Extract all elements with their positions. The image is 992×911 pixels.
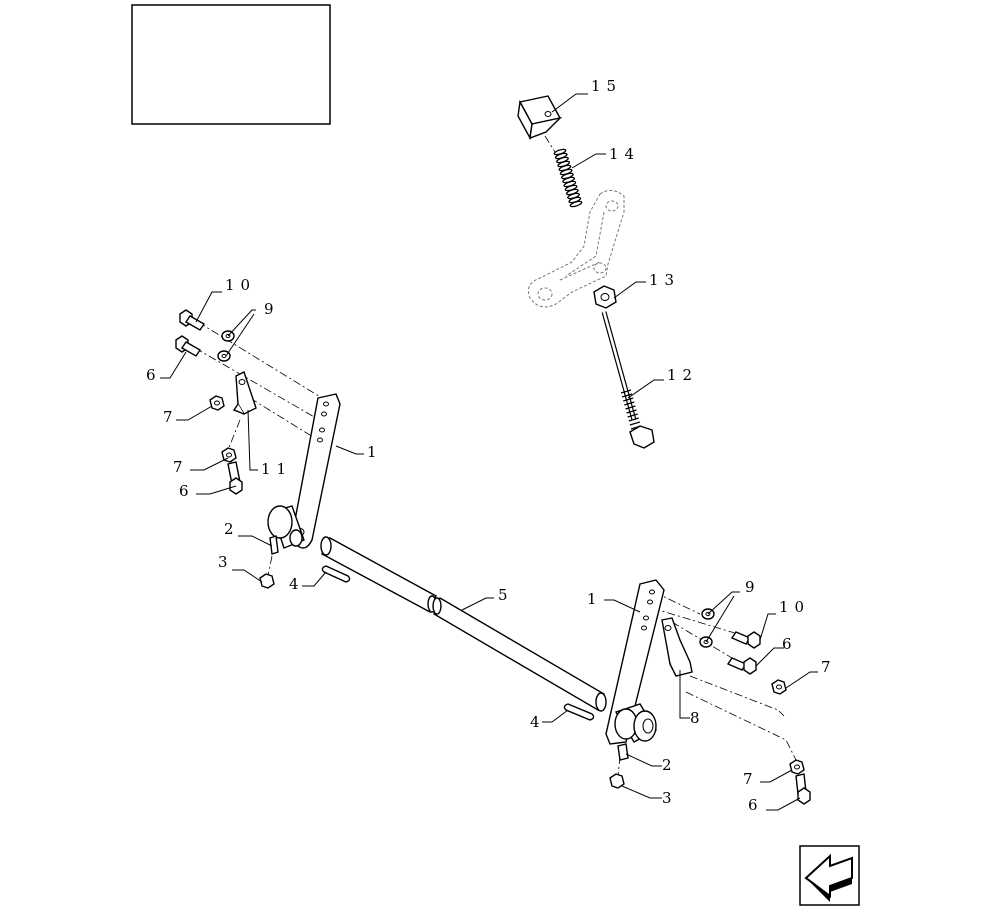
callout-1-right: 1 [587, 590, 603, 608]
callout-8: 8 [690, 709, 706, 727]
hub-right [614, 703, 657, 743]
callout-10-left: 10 [225, 276, 256, 294]
callout-6-right-top: 6 [782, 635, 798, 653]
bracket-part-15 [517, 95, 563, 141]
setscrew-part-2-left [269, 535, 279, 555]
callout-2-right: 2 [662, 756, 678, 774]
callout-7-left-bottom: 7 [173, 458, 189, 476]
callout-7-right-bottom: 7 [743, 770, 759, 788]
rod-thread-line [625, 405, 636, 410]
callout-4-right: 4 [530, 713, 546, 731]
setscrew-part-2-right [617, 743, 629, 761]
bolt-part-10-left [179, 309, 205, 331]
callout-14: 14 [609, 145, 640, 163]
callout-6-left-top: 6 [146, 366, 162, 384]
bolt-part-6-left-top [175, 335, 201, 357]
bracket-part-8 [661, 617, 693, 677]
nut-part-3-right [609, 773, 625, 789]
bolt-part-6-right-bottom [795, 773, 811, 805]
callout-13: 13 [649, 271, 680, 289]
bracket-part-11 [232, 371, 257, 415]
rod-thread-line [628, 417, 639, 422]
callout-6-left-bottom: 6 [179, 482, 195, 500]
spring-coil [569, 200, 583, 208]
callout-2-left: 2 [224, 520, 240, 538]
callout-12: 12 [667, 366, 698, 384]
callout-9-left: 9 [264, 300, 280, 318]
callout-3-left: 3 [218, 553, 234, 571]
nut-part-7-right-bottom [789, 759, 805, 775]
callout-11: 11 [261, 460, 292, 478]
callout-9-right: 9 [745, 578, 761, 596]
lever-ghost [527, 190, 625, 308]
leader-lines [160, 93, 818, 811]
key-part-4-right [563, 703, 595, 721]
rod-thread-line [624, 401, 635, 406]
title-frame [131, 4, 331, 125]
nut-part-13 [593, 285, 617, 309]
rod-thread-line [620, 389, 632, 394]
bolt-part-10-right [730, 631, 761, 649]
callout-7-left-top: 7 [163, 408, 179, 426]
nut-part-7-left-top [209, 395, 225, 411]
nut-part-7-right-top [771, 679, 787, 695]
callout-5: 5 [498, 586, 514, 604]
callout-15: 15 [591, 77, 622, 95]
callout-1-left: 1 [367, 443, 383, 461]
bolt-part-6-left-bottom [227, 461, 243, 495]
rod-thread-line [621, 393, 633, 398]
shaft-part-5 [320, 536, 607, 712]
key-part-4-left [321, 565, 351, 583]
nut-part-3-left [259, 573, 275, 589]
callout-labels: 15 14 13 12 10 9 6 7 11 1 7 6 2 3 4 5 1 … [146, 77, 837, 814]
rod-thread-line [627, 413, 638, 418]
lever-part-1-right [605, 579, 665, 745]
back-arrow-icon[interactable] [799, 845, 860, 906]
callout-7-right-top: 7 [821, 658, 837, 676]
callout-3-right: 3 [662, 789, 678, 807]
rod-thread-line [623, 397, 634, 402]
callout-4-left: 4 [289, 575, 305, 593]
spring-part-14 [553, 148, 583, 208]
washer-part-9-left [217, 330, 235, 362]
rod-thread-line [626, 409, 637, 414]
rod-part-12 [601, 311, 655, 449]
callout-6-right-bottom: 6 [748, 796, 764, 814]
bolt-part-6-right-top [726, 657, 757, 675]
hub-left [267, 505, 305, 549]
callout-10-right: 10 [779, 598, 810, 616]
rod-thread-line [629, 421, 641, 426]
